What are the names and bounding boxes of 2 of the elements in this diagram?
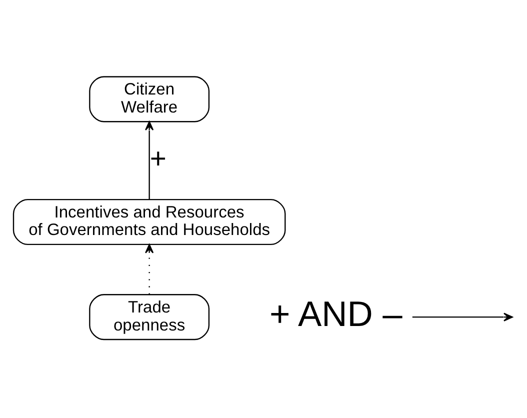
node-text: + AND – (269, 294, 402, 334)
edge-label: + (150, 142, 166, 175)
